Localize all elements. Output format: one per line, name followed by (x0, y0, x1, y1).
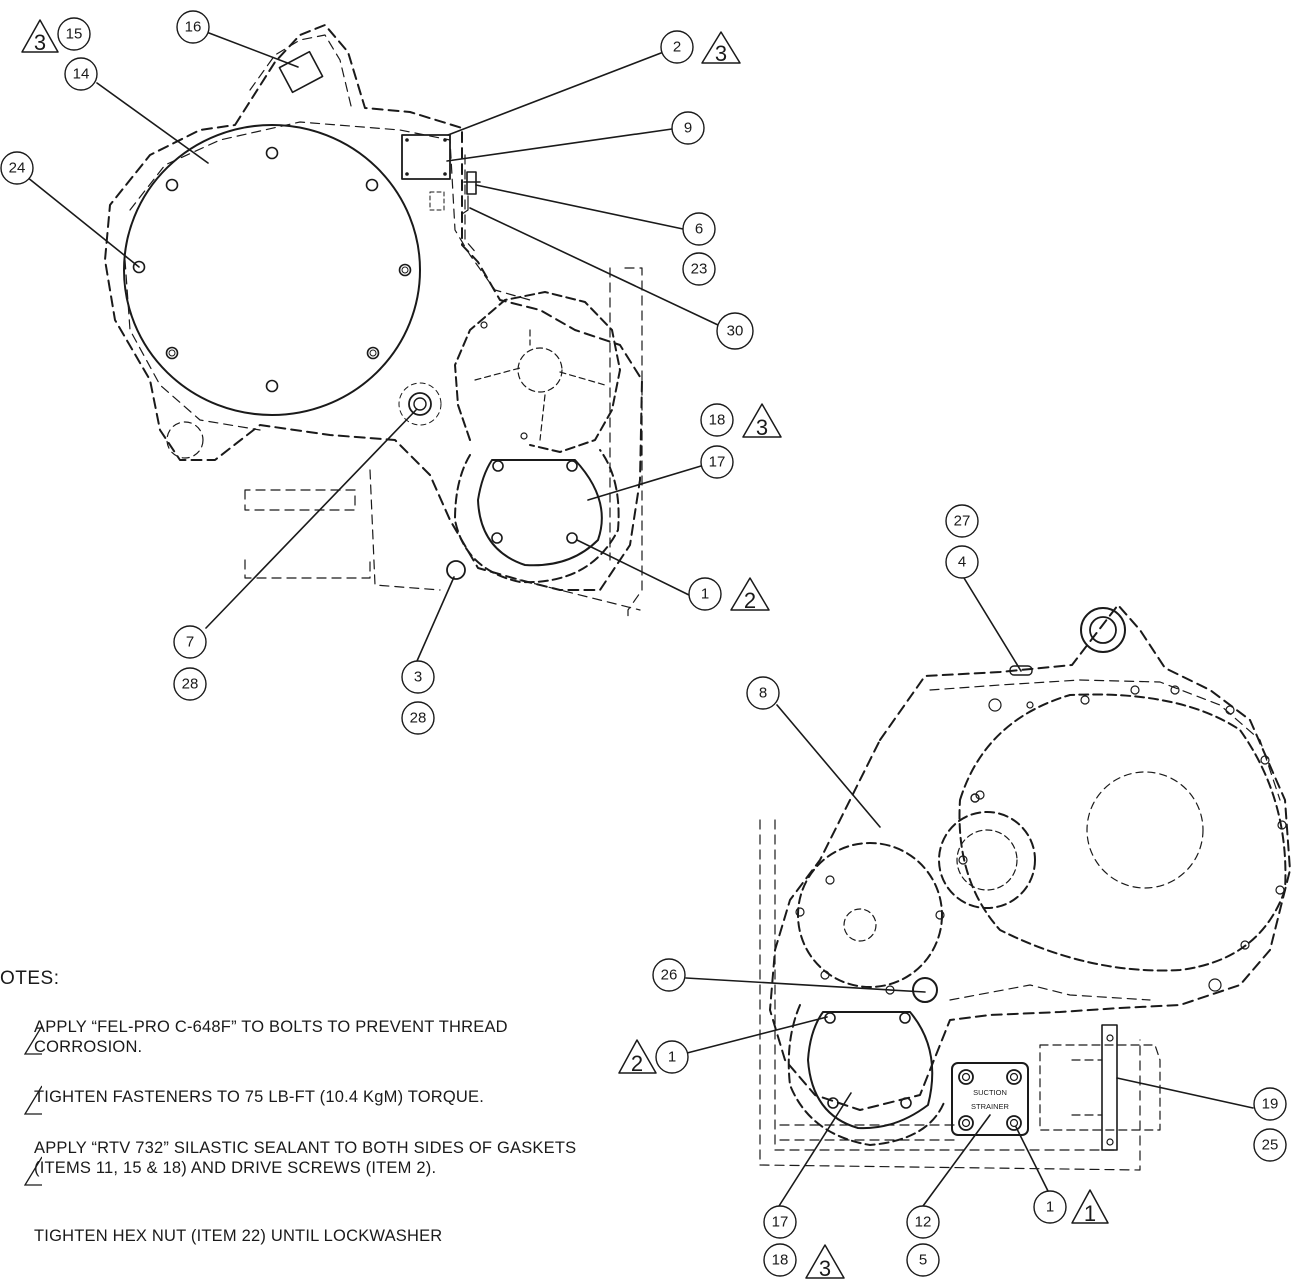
balloon-18-lower: 18 (772, 1252, 789, 1269)
delta-3-c: 3 (756, 415, 768, 440)
balloon-17-lower: 17 (772, 1214, 789, 1231)
note-1: APPLY “FEL-PRO C-648F” TO BOLTS TO PREVE… (24, 1017, 594, 1057)
balloon-26: 26 (661, 967, 678, 984)
balloon-labels: 15 14 16 2 9 24 6 23 30 18 17 1 7 28 3 2… (9, 19, 1279, 1269)
leader-lines (21, 32, 1254, 1207)
note-1-text: APPLY “FEL-PRO C-648F” TO BOLTS TO PREVE… (34, 1018, 508, 1056)
balloon-28: 28 (182, 676, 199, 693)
balloon-8: 8 (759, 685, 767, 702)
balloon-18: 18 (709, 412, 726, 429)
balloon-30: 30 (727, 323, 744, 340)
notes-title: OTES: (0, 968, 60, 989)
balloon-14: 14 (73, 66, 90, 83)
balloon-12: 12 (915, 1214, 932, 1231)
balloon-24: 24 (9, 160, 26, 177)
balloon-15: 15 (66, 26, 83, 43)
balloon-9: 9 (684, 120, 692, 137)
balloon-5: 5 (919, 1252, 927, 1269)
balloon-2: 2 (673, 39, 681, 56)
balloon-1-lower: 1 (668, 1049, 676, 1066)
revision-deltas (21, 19, 1109, 1279)
balloon-1-strainer: 1 (1046, 1199, 1054, 1216)
balloon-27: 27 (954, 513, 971, 530)
delta-2-b: 2 (631, 1051, 643, 1076)
delta-3-d: 3 (819, 1256, 831, 1281)
note-2: TIGHTEN FASTENERS TO 75 LB-FT (10.4 KgM)… (24, 1085, 594, 1115)
callout-balloons (0, 10, 1287, 1277)
balloon-6: 6 (695, 221, 703, 238)
lower-housing-view (759, 604, 1291, 1171)
strainer-label-line2: STRAINER (971, 1102, 1010, 1111)
note-1-delta-icon (24, 1025, 42, 1055)
balloon-28-lower: 28 (410, 710, 427, 727)
note-3-delta-icon (24, 1156, 42, 1186)
strainer-label-line1: SUCTION (973, 1088, 1007, 1097)
balloon-19: 19 (1262, 1096, 1279, 1113)
suction-strainer-plate (951, 1062, 1029, 1136)
balloon-16: 16 (185, 19, 202, 36)
note-2-text: TIGHTEN FASTENERS TO 75 LB-FT (10.4 KgM)… (34, 1088, 485, 1106)
note-3: APPLY “RTV 732” SILASTIC SEALANT TO BOTH… (24, 1138, 594, 1186)
balloon-4: 4 (958, 554, 966, 571)
balloon-23: 23 (691, 261, 708, 278)
note-4: TIGHTEN HEX NUT (ITEM 22) UNTIL LOCKWASH… (34, 1226, 594, 1246)
balloon-25: 25 (1262, 1137, 1279, 1154)
delta-2-a: 2 (744, 588, 756, 613)
delta-3-b: 3 (715, 41, 727, 66)
balloon-3: 3 (414, 669, 422, 686)
upper-housing-view (104, 24, 643, 621)
balloon-1: 1 (701, 586, 709, 603)
balloon-7: 7 (186, 634, 194, 651)
note-2-delta-icon (24, 1085, 42, 1115)
note-4-text: TIGHTEN HEX NUT (ITEM 22) UNTIL LOCKWASH… (34, 1227, 443, 1245)
delta-1: 1 (1084, 1201, 1096, 1226)
note-3-text: APPLY “RTV 732” SILASTIC SEALANT TO BOTH… (34, 1139, 577, 1177)
delta-labels: 3 3 3 2 2 3 1 (34, 30, 1096, 1281)
delta-3-a: 3 (34, 30, 46, 55)
balloon-17: 17 (709, 454, 726, 471)
